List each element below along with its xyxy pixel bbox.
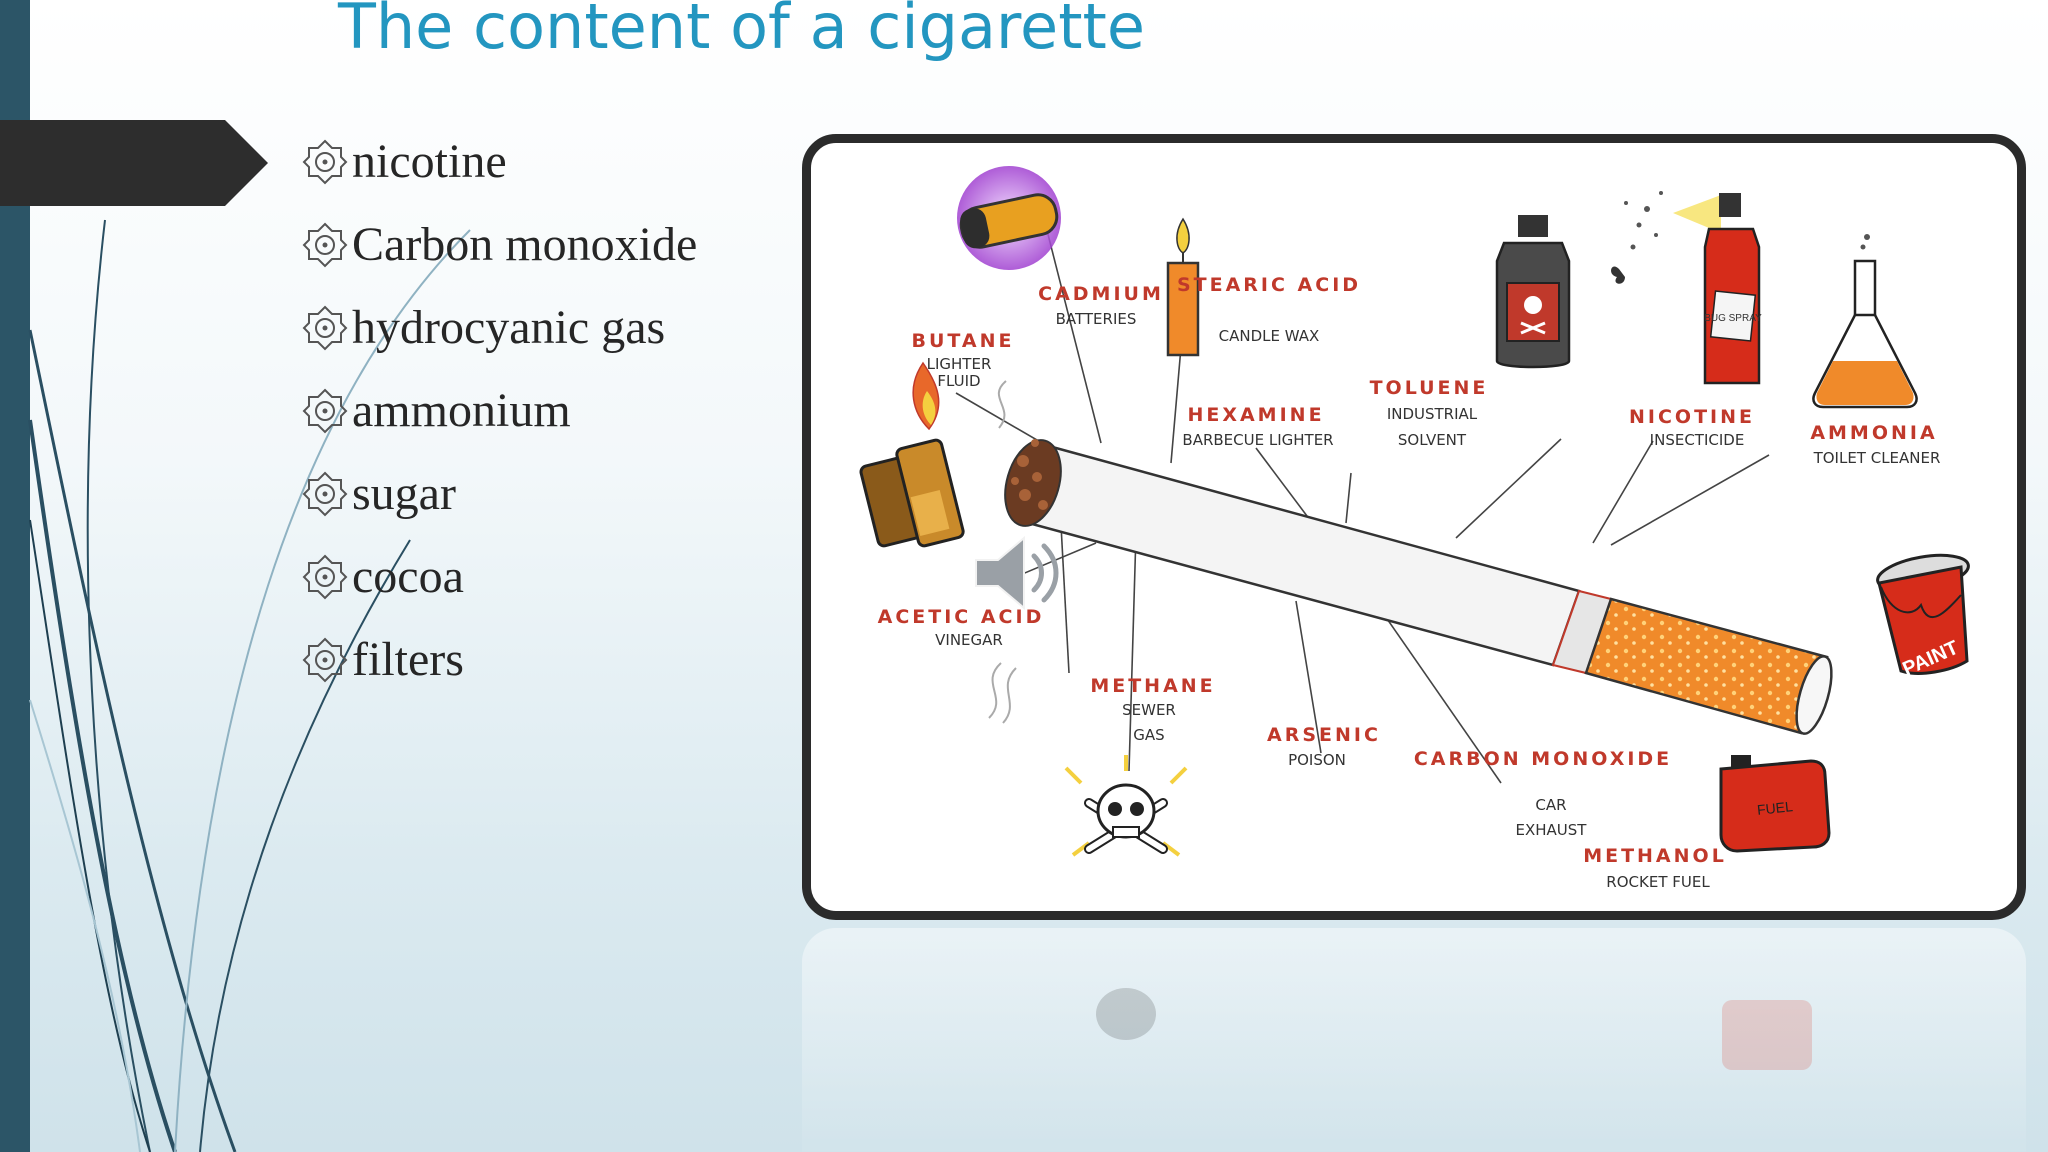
bullet-label: nicotine	[352, 135, 507, 188]
bullet-label: ammonium	[352, 384, 571, 437]
arrow-tab	[0, 120, 268, 206]
bullet-star-icon	[302, 471, 348, 516]
label-arsenic: ARSENIC	[1267, 724, 1381, 746]
sub-methane-1: SEWER	[1122, 701, 1176, 719]
chemical-labels: CADMIUM BATTERIES STEARIC ACID CANDLE WA…	[878, 274, 1941, 891]
sub-methane-2: GAS	[1133, 726, 1164, 744]
bullet-star-icon	[302, 305, 348, 350]
list-item: cocoa	[300, 535, 697, 618]
bullet-star-icon	[302, 637, 348, 682]
sub-toluene-2: SOLVENT	[1398, 431, 1467, 449]
sub-arsenic: POISON	[1288, 751, 1346, 769]
cigarette-diagram: BUG SPRAY PAINT	[802, 134, 2026, 920]
sub-carbon-1: CAR	[1535, 796, 1566, 814]
sub-ammonia: TOILET CLEANER	[1813, 449, 1941, 467]
list-item: Carbon monoxide	[300, 203, 697, 286]
fuel-label: FUEL	[1756, 798, 1793, 818]
sub-cadmium: BATTERIES	[1056, 310, 1137, 328]
lighter-icon	[859, 361, 965, 548]
skull-crossbones-icon	[1064, 755, 1188, 857]
diagram-canvas: BUG SPRAY PAINT	[859, 166, 1970, 891]
bullet-label: Carbon monoxide	[352, 218, 698, 271]
label-methanol: METHANOL	[1583, 845, 1727, 867]
battery-icon	[957, 166, 1061, 270]
sub-butane-1: LIGHTER	[927, 355, 992, 373]
label-methane: METHANE	[1090, 675, 1215, 697]
decorative-curves	[28, 219, 471, 1152]
list-item: ammonium	[300, 369, 697, 452]
bullet-label: filters	[352, 633, 464, 686]
label-carbon-monoxide: CARBON MONOXIDE	[1414, 748, 1672, 770]
sub-hexamine: BARBECUE LIGHTER	[1182, 431, 1333, 449]
sub-butane-2: FLUID	[937, 372, 980, 390]
label-butane: BUTANE	[912, 330, 1015, 352]
bullet-list: nicotine Carbon monoxide hydrocyanic gas…	[300, 120, 697, 701]
bullet-star-icon	[302, 139, 348, 184]
bullet-star-icon	[302, 388, 348, 433]
flask-icon	[1812, 234, 1918, 409]
bullet-star-icon	[302, 222, 348, 267]
sub-stearic: CANDLE WAX	[1219, 327, 1320, 345]
smoke-wisp	[997, 380, 1007, 429]
slide-title: The content of a cigarette	[338, 0, 1145, 63]
sub-nicotine: INSECTICIDE	[1650, 431, 1745, 449]
reflection-canvas	[1096, 988, 1812, 1070]
sub-toluene-1: INDUSTRIAL	[1387, 405, 1478, 423]
sub-methanol: ROCKET FUEL	[1606, 873, 1710, 891]
label-acetic-acid: ACETIC ACID	[878, 606, 1045, 628]
label-nicotine: NICOTINE	[1629, 406, 1755, 428]
label-toluene: TOLUENE	[1370, 377, 1489, 399]
list-item: sugar	[300, 452, 697, 535]
sub-carbon-2: EXHAUST	[1516, 821, 1588, 839]
bullet-star-icon	[302, 554, 348, 599]
bug-spray-label: BUG SPRAY	[1704, 313, 1762, 324]
fuel-can-icon: FUEL	[1719, 755, 1831, 853]
bug-spray-icon: BUG SPRAY	[1611, 191, 1762, 385]
list-item: filters	[300, 618, 697, 701]
label-hexamine: HEXAMINE	[1187, 404, 1324, 426]
label-ammonia: AMMONIA	[1810, 422, 1937, 444]
list-item: hydrocyanic gas	[300, 286, 697, 369]
diagram-reflection	[802, 928, 2026, 1152]
list-item: nicotine	[300, 120, 697, 203]
paint-can-icon: PAINT	[1876, 553, 1970, 681]
speaker-icon[interactable]	[972, 528, 1078, 618]
candle-icon	[1166, 217, 1200, 357]
poison-bottle-icon	[1495, 215, 1571, 369]
bullet-label: cocoa	[352, 550, 464, 603]
sub-acetic: VINEGAR	[935, 631, 1003, 649]
label-stearic: STEARIC ACID	[1177, 274, 1361, 296]
bullet-label: hydrocyanic gas	[352, 301, 666, 354]
smoke-wisp	[988, 662, 1017, 724]
leader-lines	[955, 194, 1770, 784]
cigarette-illustration	[1004, 439, 1833, 735]
bullet-label: sugar	[352, 467, 456, 520]
label-cadmium: CADMIUM	[1038, 283, 1164, 305]
